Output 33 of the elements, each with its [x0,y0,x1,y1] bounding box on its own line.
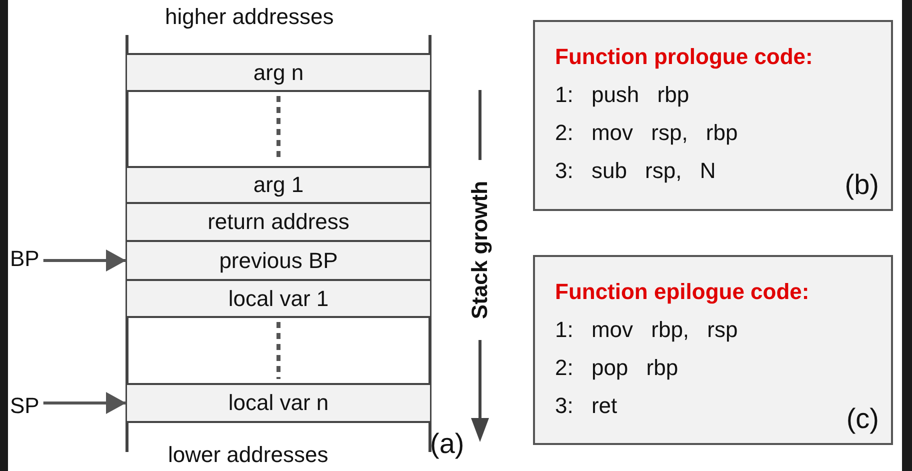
panel-letter: (a) [430,428,464,460]
code-line: 2: mov rsp, rbp [555,120,738,146]
slot-label: arg n [253,60,304,84]
stack-slot [127,202,430,242]
stack-slot [127,383,430,423]
panel-letter: (b) [844,169,879,201]
code-panel [533,255,893,445]
code-line: 3: sub rsp, N [555,158,716,184]
slot-label: arg 1 [253,173,304,197]
stack-slot [127,53,430,92]
direction-label: Stack growth [467,180,493,320]
slot-label: local var 1 [228,286,329,310]
stack-slot [127,166,430,204]
code-line: 1: push rbp [555,82,690,108]
slot-label: return address [208,210,350,234]
axis-label: higher addresses [165,4,334,30]
dotted-line [276,322,280,379]
code-line: 3: ret [555,393,618,419]
code-heading: Function prologue code: [555,44,813,70]
code-line: 1: mov rbp, rsp [555,317,738,343]
slot-label: previous BP [219,248,338,272]
stack-slot [127,279,430,318]
register-label: BP [10,246,40,272]
code-panel [533,20,893,211]
stack-slot [127,240,430,281]
arrow [43,392,126,414]
code-heading: Function epilogue code: [555,279,810,305]
code-line: 2: pop rbp [555,355,678,381]
arrow [43,250,126,272]
slot-label: local var n [228,391,329,415]
axis-label: lower addresses [168,442,328,468]
panel-letter: (c) [846,403,879,435]
register-label: SP [10,393,40,419]
